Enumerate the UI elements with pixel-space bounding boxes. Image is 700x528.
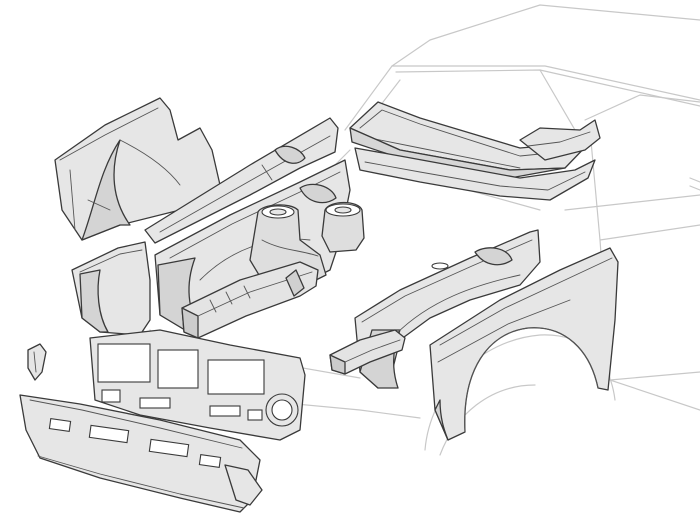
front-side-panel-left <box>71 241 151 336</box>
radiator-support-panel <box>89 329 306 441</box>
front-valance-panel <box>19 394 263 513</box>
front-frame-rail-right <box>329 329 406 375</box>
front-fender-right <box>429 247 619 441</box>
front-frame-rail-left <box>181 261 319 339</box>
grille-opening-left <box>157 349 199 389</box>
upper-rail-left <box>144 117 339 244</box>
wheelhouse-left <box>54 97 221 241</box>
headlight-opening-left <box>97 343 151 383</box>
grille-opening-right <box>207 359 265 395</box>
shock-tower-right <box>321 201 365 253</box>
corner-bracket <box>27 343 47 381</box>
cowl-lower-panel <box>354 119 601 201</box>
